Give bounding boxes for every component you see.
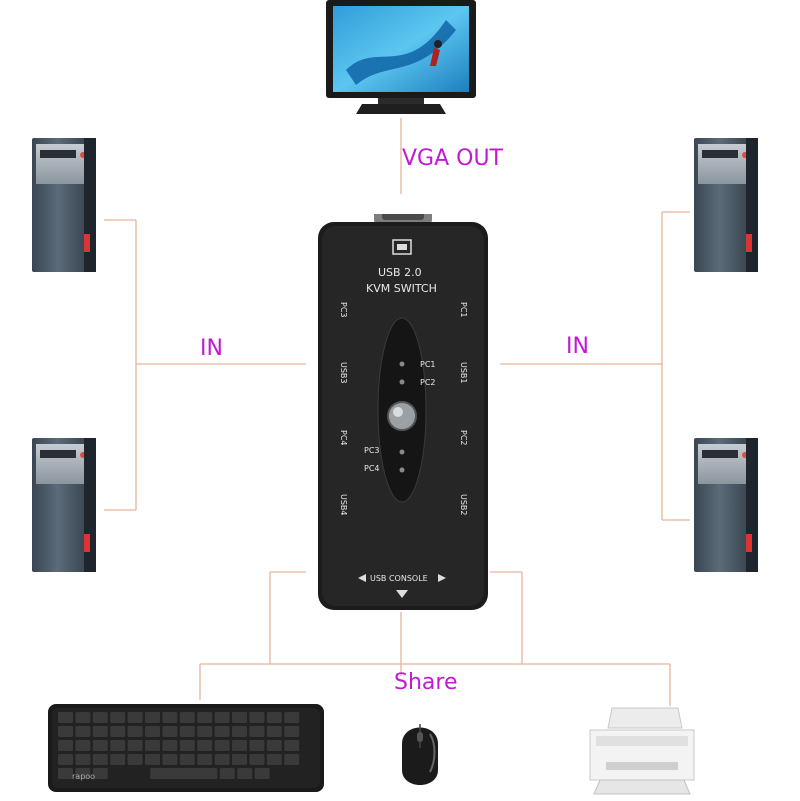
keyboard-key [214,740,230,751]
keyboard-key [110,740,126,751]
keyboard-key [214,754,230,765]
keyboard-key [127,712,143,723]
printer-icon [586,704,698,796]
keyboard-key [58,726,73,737]
kvm-switch-icon [318,214,488,610]
keyboard-key [167,768,183,779]
keyboard-key [179,712,195,723]
keyboard-key [58,740,73,751]
port-label-pc2: PC2 [459,430,468,446]
keyboard-key [249,740,265,751]
keyboard-key [266,740,282,751]
keyboard-key [127,754,143,765]
keyboard-key [75,740,91,751]
console-label: USB CONSOLE [370,574,428,583]
keyboard-key [266,712,282,723]
keyboard-key [75,712,91,723]
keyboard-key [197,726,213,737]
keyboard-key [232,726,247,737]
keyboard-key [145,712,160,723]
monitor [326,0,476,118]
keyboard-key [266,754,282,765]
keyboard-key [92,754,108,765]
computer-tower-icon [694,138,758,272]
keyboard-key [145,740,160,751]
keyboard-key [197,712,213,723]
monitor-icon [326,0,476,114]
keyboard-key [214,712,230,723]
keyboard-key [75,754,91,765]
computer-tower-icon [694,438,758,572]
keyboard-key [162,726,178,737]
keyboard-key [127,740,143,751]
keyboard-key [58,712,73,723]
keyboard-icon: rapoo [48,702,324,794]
keyboard-key [58,754,73,765]
led-label-pc2: PC2 [420,378,436,387]
keyboard-key [92,726,108,737]
keyboard-key [284,726,300,737]
port-label-usb4: USB4 [339,494,348,516]
in-left-label: IN [200,336,223,361]
keyboard-key [75,768,91,779]
keyboard-key [92,712,108,723]
vga-out-label: VGA OUT [402,146,503,171]
led-label-pc1: PC1 [420,360,436,369]
keyboard-key [232,740,247,751]
led-label-pc4: PC4 [364,464,380,473]
keyboard-key [202,768,218,779]
keyboard-key [284,740,300,751]
keyboard-key [284,754,300,765]
keyboard-key [254,768,270,779]
keyboard-key [249,726,265,737]
port-label-pc3: PC3 [339,302,348,318]
keyboard-key [58,768,73,779]
keyboard-key [92,768,108,779]
led-label-pc3: PC3 [364,446,380,455]
keyboard-key [110,726,126,737]
keyboard-brand: rapoo [72,772,96,781]
port-label-pc4: PC4 [339,430,348,446]
keyboard-key [197,754,213,765]
kvm-switch: USB 2.0 KVM SWITCH PC1 PC2 PC3 PC4 PC3 U… [318,214,488,610]
keyboard-key [162,712,178,723]
port-label-usb2: USB2 [459,494,468,516]
computer-tower-icon [32,138,96,272]
keyboard-key [237,768,253,779]
keyboard-key [232,712,247,723]
keyboard-key [145,754,160,765]
keyboard-key [214,726,230,737]
keyboard-key [179,726,195,737]
keyboard-key [249,712,265,723]
kvm-title-line2: KVM SWITCH [366,282,437,295]
keyboard-key [110,754,126,765]
keyboard-key [92,740,108,751]
share-label: Share [394,670,458,695]
kvm-title-line1: USB 2.0 [378,266,422,279]
keyboard-key [232,754,247,765]
computer-tower-icon [32,438,96,572]
port-label-usb3: USB3 [339,362,348,384]
keyboard-key [179,740,195,751]
mouse-icon [396,714,444,794]
in-right-label: IN [566,334,589,359]
keyboard-key [284,712,300,723]
keyboard-key [162,740,178,751]
keyboard-key [145,726,160,737]
keyboard-key [185,768,200,779]
keyboard-key [75,726,91,737]
keyboard-key [219,768,235,779]
keyboard-key [249,754,265,765]
keyboard-key [197,740,213,751]
keyboard-key [127,726,143,737]
keyboard-key [110,712,126,723]
keyboard-key [162,754,178,765]
keyboard-key [179,754,195,765]
keyboard-key [266,726,282,737]
port-label-usb1: USB1 [459,362,468,384]
port-label-pc1: PC1 [459,302,468,318]
